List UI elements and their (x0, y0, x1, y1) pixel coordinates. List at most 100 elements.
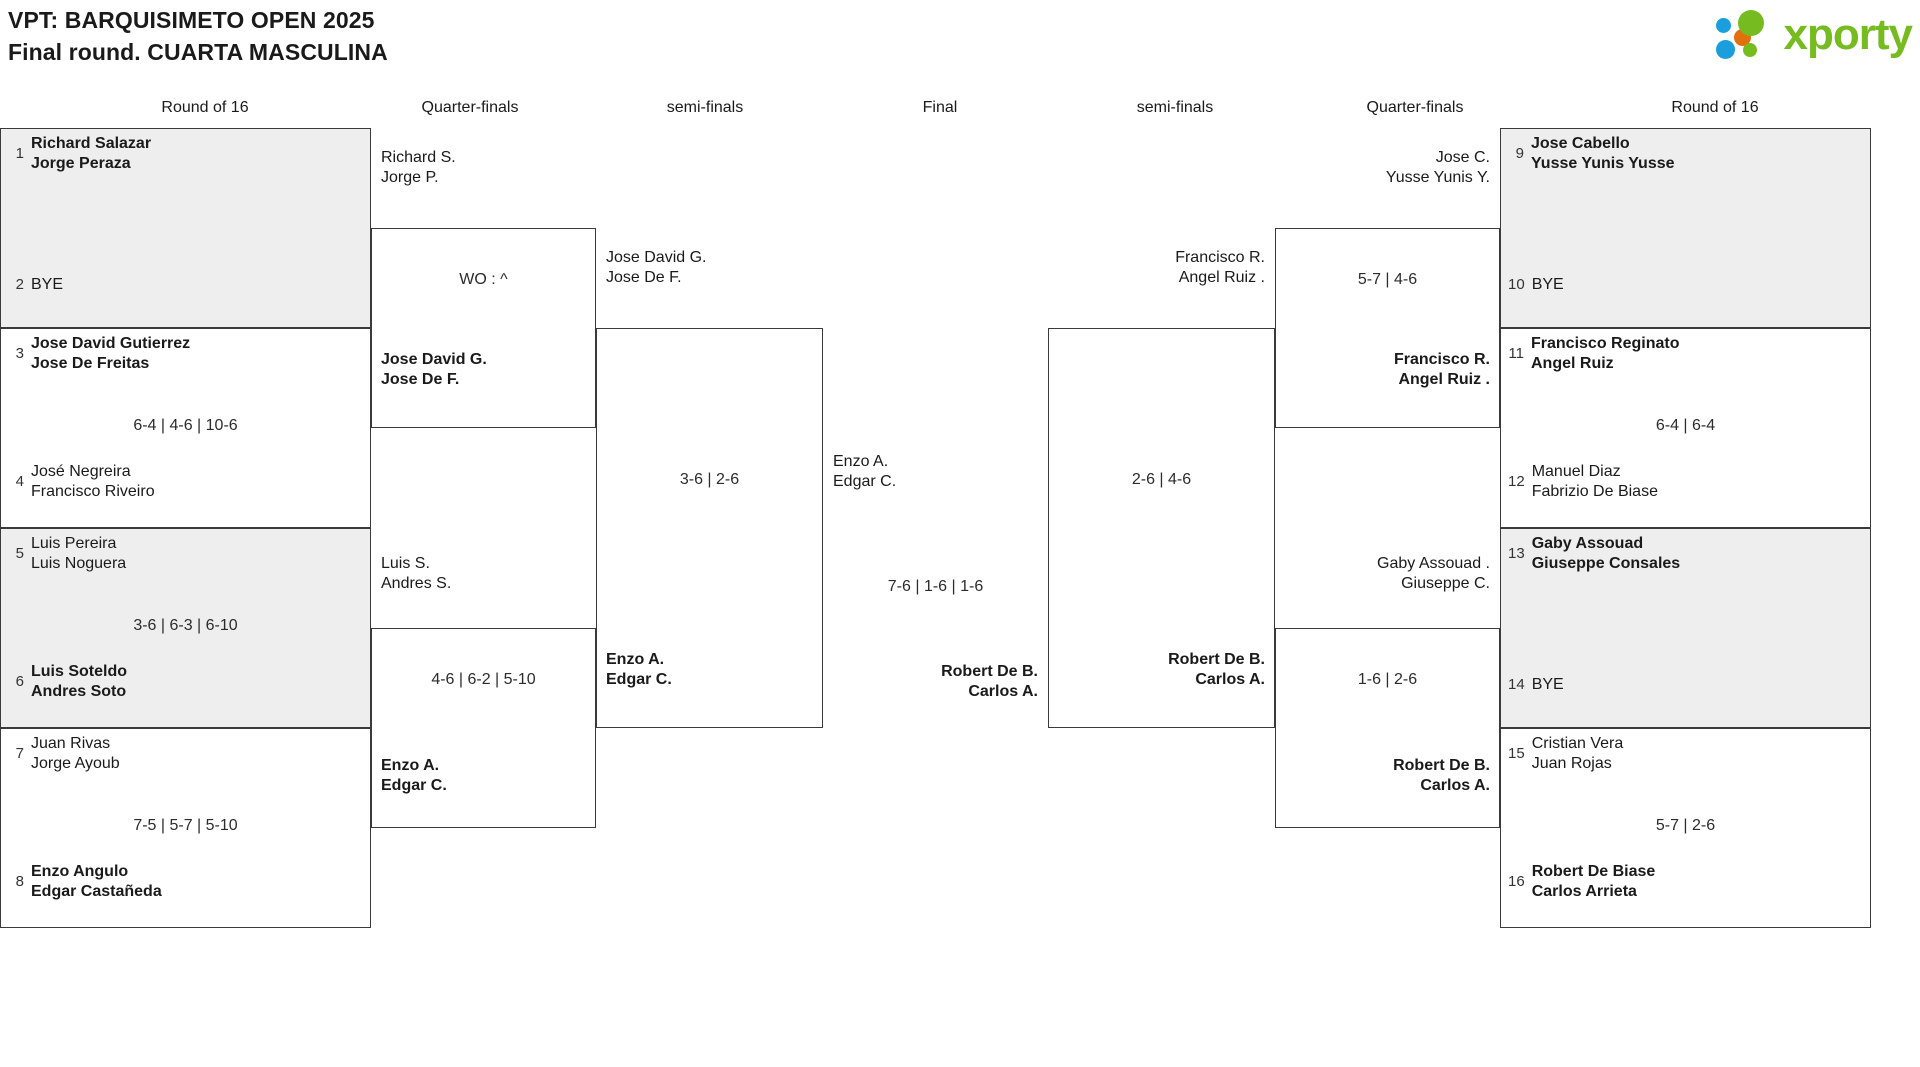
match-score: 6-4 | 6-4 (1655, 417, 1716, 434)
player-slot-seed-1[interactable]: 1 Richard Salazar Jorge Peraza (8, 134, 151, 174)
player-2-name: Juan Rojas (1531, 755, 1612, 772)
player-slot-seed-4[interactable]: 4 José Negreira Francisco Riveiro (8, 462, 155, 502)
player-2-name: Andres Soto (31, 683, 127, 700)
match-box-left-r16-4[interactable] (0, 728, 371, 928)
player-2-name: Yusse Yunis Yusse (1531, 155, 1675, 172)
player-slot-right-qf-2-bottom[interactable]: Robert De B. Carlos A. (1275, 756, 1490, 796)
player-1-name: Francisco R. (1393, 351, 1490, 368)
player-slot-left-sf-bottom[interactable]: Enzo A. Edgar C. (606, 650, 672, 690)
match-box-left-qf-1[interactable] (371, 228, 596, 428)
player-2-name: Carlos A. (1420, 777, 1490, 794)
match-box-right-r16-1[interactable] (1500, 128, 1871, 328)
player-names: Francisco R. Angel Ruiz . (1175, 248, 1265, 288)
player-slot-seed-6[interactable]: 6 Luis Soteldo Andres Soto (8, 662, 127, 702)
player-names: Jose David G. Jose De F. (381, 350, 487, 390)
match-box-right-qf-2[interactable] (1275, 628, 1500, 828)
round-header-right-r16: Round of 16 (1671, 99, 1759, 116)
player-slot-right-sf-top[interactable]: Francisco R. Angel Ruiz . (1048, 248, 1265, 288)
seed-number: 8 (15, 873, 24, 890)
player-slot-final-top[interactable]: Enzo A. Edgar C. (833, 452, 896, 492)
player-slot-left-qf-1-bottom[interactable]: Jose David G. Jose De F. (381, 350, 487, 390)
player-slot-seed-13[interactable]: 13 Gaby Assouad Giuseppe Consales (1508, 534, 1680, 574)
player-names: Jose David Gutierrez Jose De Freitas (31, 334, 190, 374)
player-names: Manuel Diaz Fabrizio De Biase (1532, 462, 1658, 502)
player-1-name: Enzo A. (381, 757, 440, 774)
match-box-right-r16-3[interactable] (1500, 528, 1871, 728)
player-2-name: Edgar C. (833, 473, 897, 490)
player-1-name: Juan Rivas (31, 735, 111, 752)
player-slot-left-qf-2-bottom[interactable]: Enzo A. Edgar C. (381, 756, 447, 796)
player-slot-seed-8[interactable]: 8 Enzo Angulo Edgar Castañeda (8, 862, 162, 902)
player-names: BYE (1532, 275, 1564, 295)
round-header-left-r16: Round of 16 (161, 99, 249, 116)
match-box-right-r16-2[interactable] (1500, 328, 1871, 528)
player-slot-left-sf-top[interactable]: Jose David G. Jose De F. (606, 248, 706, 288)
match-box-left-r16-1[interactable] (0, 128, 371, 328)
logo-dots-icon (1715, 8, 1778, 62)
seed-number: 6 (15, 673, 24, 690)
player-1-name: Cristian Vera (1531, 735, 1624, 752)
player-slot-right-qf-1-top[interactable]: Jose C. Yusse Yunis Y. (1275, 148, 1490, 188)
player-1-name: Jose C. (1435, 149, 1490, 166)
match-box-left-r16-3[interactable] (0, 528, 371, 728)
match-box-right-r16-4[interactable] (1500, 728, 1871, 928)
match-score: 1-6 | 2-6 (1357, 671, 1418, 688)
player-slot-final-bottom[interactable]: Robert De B. Carlos A. (823, 662, 1038, 702)
player-1-name: José Negreira (31, 463, 131, 480)
player-names: Cristian Vera Juan Rojas (1532, 734, 1624, 774)
player-names: José Negreira Francisco Riveiro (31, 462, 155, 502)
seed-number: 13 (1508, 545, 1525, 562)
player-slot-seed-10[interactable]: 10 BYE (1508, 275, 1564, 295)
player-names: Luis Soteldo Andres Soto (31, 662, 127, 702)
player-names: Francisco Reginato Angel Ruiz (1531, 334, 1679, 374)
match-box-right-sf-1[interactable] (1048, 328, 1275, 728)
player-names: Francisco R. Angel Ruiz . (1394, 350, 1490, 390)
player-names: Richard S. Jorge P. (381, 148, 456, 188)
player-slot-seed-9[interactable]: 9 Jose Cabello Yusse Yunis Yusse (1508, 134, 1675, 174)
match-box-right-qf-1[interactable] (1275, 228, 1500, 428)
player-1-name: Enzo Angulo (31, 863, 129, 880)
player-slot-seed-5[interactable]: 5 Luis Pereira Luis Noguera (8, 534, 127, 574)
player-slot-seed-14[interactable]: 14 BYE (1508, 675, 1564, 695)
player-2-name: Jorge Ayoub (31, 755, 120, 772)
logo-wordmark: xporty (1783, 10, 1913, 59)
match-score: 2-6 | 4-6 (1131, 471, 1192, 488)
match-box-left-r16-2[interactable] (0, 328, 371, 528)
match-score: 7-5 | 5-7 | 5-10 (133, 817, 238, 834)
player-1-name: BYE (1531, 676, 1564, 693)
match-score: 3-6 | 6-3 | 6-10 (133, 617, 238, 634)
seed-number: 11 (1508, 345, 1524, 362)
match-score: 6-4 | 4-6 | 10-6 (133, 417, 238, 434)
player-slot-left-qf-1-top[interactable]: Richard S. Jorge P. (381, 148, 456, 188)
player-2-name: Carlos A. (1195, 671, 1265, 688)
player-slot-seed-16[interactable]: 16 Robert De Biase Carlos Arrieta (1508, 862, 1655, 902)
player-names: Jose David G. Jose De F. (606, 248, 706, 288)
player-1-name: Enzo A. (606, 651, 665, 668)
player-1-name: Luis Soteldo (31, 663, 127, 680)
player-names: Gaby Assouad Giuseppe Consales (1532, 534, 1681, 574)
player-slot-seed-15[interactable]: 15 Cristian Vera Juan Rojas (1508, 734, 1623, 774)
player-names: Jose C. Yusse Yunis Y. (1386, 148, 1490, 188)
seed-number: 1 (15, 145, 24, 162)
player-2-name: Jose De F. (381, 371, 460, 388)
player-slot-right-qf-2-top[interactable]: Gaby Assouad . Giuseppe C. (1275, 554, 1490, 594)
player-slot-seed-12[interactable]: 12 Manuel Diaz Fabrizio De Biase (1508, 462, 1658, 502)
player-2-name: Angel Ruiz (1531, 355, 1614, 372)
player-slot-left-qf-2-top[interactable]: Luis S. Andres S. (381, 554, 451, 594)
player-slot-seed-11[interactable]: 11 Francisco Reginato Angel Ruiz (1508, 334, 1679, 374)
player-2-name: Giuseppe C. (1401, 575, 1490, 592)
player-slot-seed-2[interactable]: 2 BYE (8, 275, 63, 295)
match-box-left-sf-1[interactable] (596, 328, 823, 728)
match-score: 4-6 | 6-2 | 5-10 (431, 671, 536, 688)
player-2-name: Yusse Yunis Y. (1385, 169, 1490, 186)
player-2-name: Angel Ruiz . (1398, 371, 1490, 388)
player-names: Robert De Biase Carlos Arrieta (1532, 862, 1656, 902)
player-slot-seed-3[interactable]: 3 Jose David Gutierrez Jose De Freitas (8, 334, 191, 374)
player-slot-right-sf-bottom[interactable]: Robert De B. Carlos A. (1048, 650, 1265, 690)
match-box-left-qf-2[interactable] (371, 628, 596, 828)
player-slot-seed-7[interactable]: 7 Juan Rivas Jorge Ayoub (8, 734, 120, 774)
player-1-name: Francisco R. (1175, 249, 1265, 266)
seed-number: 3 (15, 345, 24, 362)
player-slot-right-qf-1-bottom[interactable]: Francisco R. Angel Ruiz . (1275, 350, 1490, 390)
